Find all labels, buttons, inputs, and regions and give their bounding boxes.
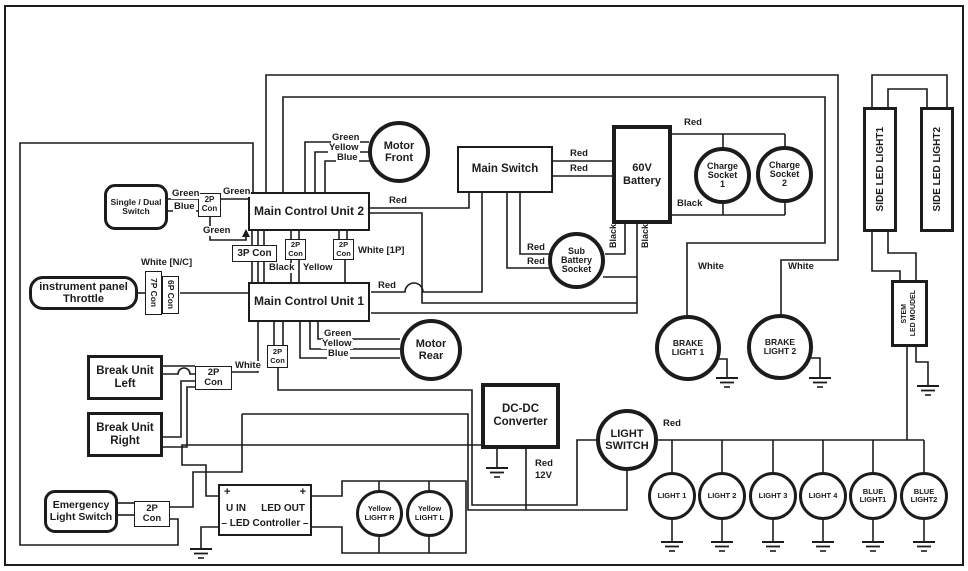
wire-label-red: Red [662, 418, 682, 429]
wire-label-red-12v: 12V [534, 470, 553, 481]
wire-label-blue: Blue [327, 348, 350, 359]
wire-label-red: Red [526, 242, 546, 253]
light-1-circle: LIGHT 1 [648, 472, 696, 520]
light-4-circle: LIGHT 4 [799, 472, 847, 520]
wire-label-red: Red [377, 280, 397, 291]
wire-label-blue: Blue [173, 201, 196, 212]
ground-icon [762, 541, 784, 552]
wire-label-green: Green [171, 188, 201, 199]
wire-label-red-12v: Red [534, 458, 554, 469]
wire-label-yellow: Yellow [328, 142, 360, 153]
wire-label-black: Black [608, 224, 618, 249]
ground-icon [917, 385, 939, 396]
side-led-light1-box: SIDE LED LIGHT1 [863, 107, 897, 232]
wire-label-white: White [697, 261, 725, 272]
ground-icon [190, 548, 212, 559]
wire-label-yellow: Yellow [302, 262, 334, 273]
wire-label-red: Red [569, 148, 589, 159]
connector-3p: 3P Con [232, 245, 277, 262]
connector-6p: 6P Con [162, 276, 179, 314]
ground-icon [711, 541, 733, 552]
wire-label-black: Black [676, 198, 704, 209]
wire-label-black: Black [640, 224, 650, 249]
wire-label-red: Red [388, 195, 408, 206]
ground-icon [661, 541, 683, 552]
wire-label-black: Black [268, 262, 296, 273]
ground-icon [716, 377, 738, 388]
ground-icon [809, 377, 831, 388]
connector-7p: 7P Con [145, 271, 162, 315]
wire-label-green: Green [222, 186, 252, 197]
side-led-light2-box: SIDE LED LIGHT2 [920, 107, 954, 232]
main-control-unit-2-box: Main Control Unit 2 [248, 192, 370, 231]
wire-label-yellow: Yellow [321, 338, 353, 349]
light-2-circle: LIGHT 2 [698, 472, 746, 520]
wire-label-green: Green [323, 328, 353, 339]
wire-label-red: Red [526, 256, 546, 267]
ground-icon [812, 541, 834, 552]
wire-label-red: Red [683, 117, 703, 128]
wire-label-green: Green [202, 225, 232, 236]
wire-label-blue: Blue [336, 152, 359, 163]
wire-label-white-1p: White [1P] [357, 245, 406, 256]
ground-symbols [190, 377, 939, 559]
wire-label-white: White [787, 261, 815, 272]
ground-icon [862, 541, 884, 552]
wire-label-white: White [234, 360, 262, 371]
ground-icon [486, 467, 508, 478]
wire-label-green: Green [331, 132, 361, 143]
wire-label-red: Red [569, 163, 589, 174]
diagram-border [4, 5, 964, 566]
light-3-circle: LIGHT 3 [749, 472, 797, 520]
main-switch-box: Main Switch [457, 146, 553, 193]
led-controller-box: + + U IN LED OUT – LED Controller – [218, 484, 312, 536]
ground-icon [913, 541, 935, 552]
arrow-icon [242, 229, 250, 237]
wire-label-white-nc: White [N/C] [140, 257, 194, 268]
main-control-unit-1-box: Main Control Unit 1 [248, 282, 370, 322]
